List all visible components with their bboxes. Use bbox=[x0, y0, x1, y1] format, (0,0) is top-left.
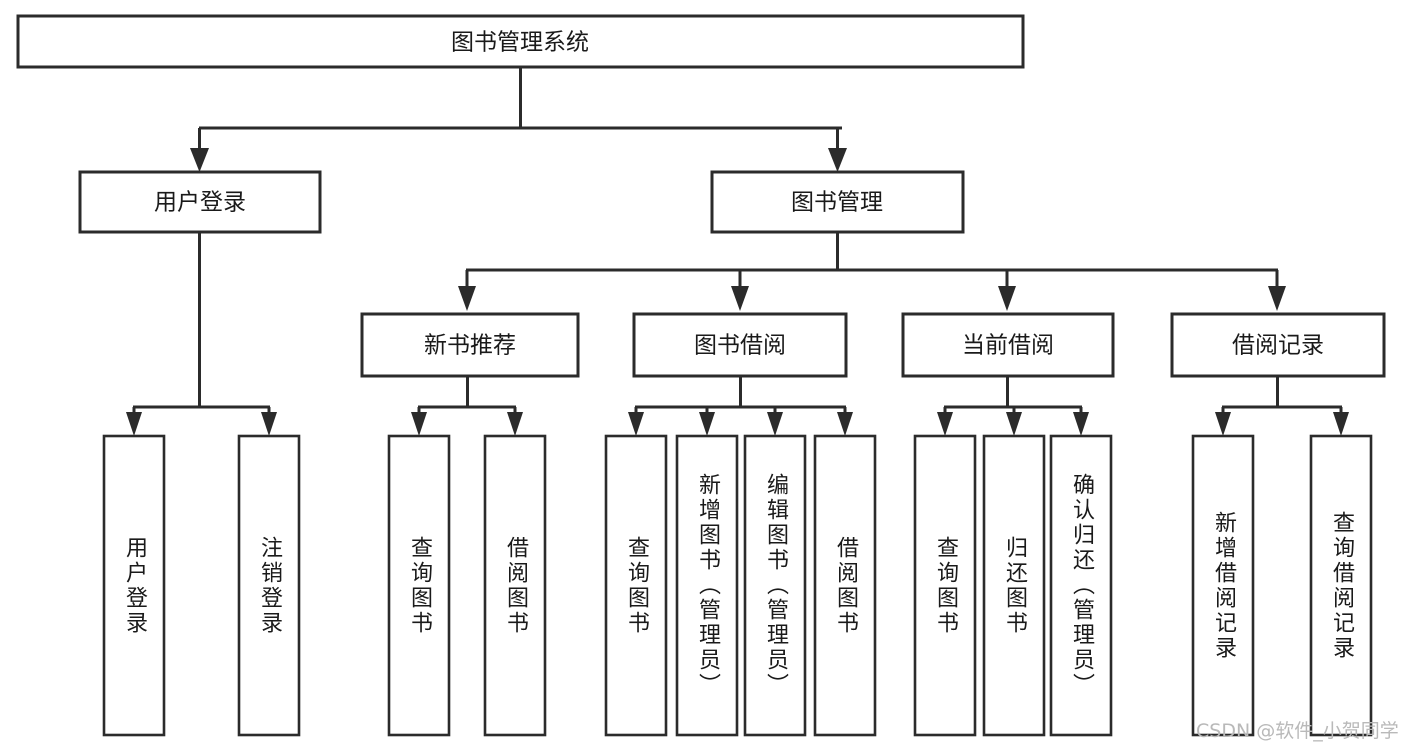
node-new-book-recommend-box[interactable] bbox=[360, 312, 580, 378]
arrow-head-borrow-books bbox=[731, 286, 749, 311]
arrow-head-leaf-11 bbox=[1073, 412, 1089, 436]
leaf-box-query-book-3[interactable] bbox=[913, 434, 977, 737]
leaf-box-borrow-book-1[interactable] bbox=[483, 434, 547, 737]
leaf-box-add-borrow-record[interactable] bbox=[1191, 434, 1255, 737]
node-current-borrow-label: 当前借阅 bbox=[962, 333, 1054, 359]
connector-group-root bbox=[190, 67, 847, 172]
arrow-head-leaf-6 bbox=[699, 412, 715, 436]
arrow-head-borrow-records bbox=[1268, 286, 1286, 311]
csdn-watermark: CSDN @软件_小贺同学 bbox=[1196, 720, 1399, 742]
node-book-borrow-label: 图书借阅 bbox=[694, 333, 786, 359]
leaf-box-confirm-return-admin[interactable] bbox=[1049, 434, 1113, 737]
arrow-head-current-borrow bbox=[998, 286, 1016, 311]
arrow-head-leaf-13 bbox=[1333, 412, 1349, 436]
leaf-box-query-book-1[interactable] bbox=[387, 434, 451, 737]
node-borrow-record[interactable]: 借阅记录 bbox=[1170, 312, 1386, 378]
connector-group-borrow-records bbox=[1215, 377, 1349, 436]
arrow-head-leaf-9 bbox=[937, 412, 953, 436]
node-current-borrow-box[interactable] bbox=[901, 312, 1115, 378]
arrow-head-book-mgmt bbox=[828, 148, 847, 172]
arrow-head-leaf-10 bbox=[1006, 412, 1022, 436]
leaf-box-logout[interactable] bbox=[237, 434, 301, 737]
node-book-borrow-box[interactable] bbox=[632, 312, 848, 378]
node-borrow-record-label: 借阅记录 bbox=[1232, 333, 1324, 359]
arrow-head-leaf-5 bbox=[628, 412, 644, 436]
node-book-management-box[interactable] bbox=[710, 170, 965, 234]
connector-group-current-borrow bbox=[937, 377, 1089, 436]
arrow-head-leaf-7 bbox=[767, 412, 783, 436]
arrow-head-leaf-4 bbox=[507, 412, 523, 436]
leaf-box-edit-book-admin[interactable] bbox=[743, 434, 807, 737]
node-user-login-box[interactable] bbox=[78, 170, 322, 234]
node-root-box[interactable] bbox=[16, 14, 1025, 69]
node-new-book-recommend[interactable]: 新书推荐 bbox=[360, 312, 580, 378]
node-current-borrow[interactable]: 当前借阅 bbox=[901, 312, 1115, 378]
connector-group-book-mgmt bbox=[458, 232, 1286, 311]
arrow-head-user-login bbox=[190, 148, 209, 172]
node-user-login[interactable]: 用户登录 bbox=[78, 170, 322, 234]
leaf-box-query-book-2[interactable] bbox=[604, 434, 668, 737]
node-user-login-label: 用户登录 bbox=[154, 190, 246, 216]
node-root-label: 图书管理系统 bbox=[451, 30, 589, 56]
node-new-book-recommend-label: 新书推荐 bbox=[424, 333, 516, 359]
arrow-head-new-books bbox=[458, 286, 476, 311]
leaf-box-query-borrow-record[interactable] bbox=[1309, 434, 1373, 737]
arrow-head-leaf-1 bbox=[126, 412, 142, 436]
node-book-management[interactable]: 图书管理 bbox=[710, 170, 965, 234]
node-root[interactable]: 图书管理系统 bbox=[16, 14, 1025, 69]
arrow-head-leaf-2 bbox=[261, 412, 277, 436]
node-book-borrow[interactable]: 图书借阅 bbox=[632, 312, 848, 378]
connector-group-borrow-books bbox=[628, 377, 853, 436]
node-book-management-label: 图书管理 bbox=[791, 190, 883, 216]
connector-group-user-login bbox=[126, 232, 277, 436]
connector-group-new-books bbox=[411, 377, 523, 436]
node-borrow-record-box[interactable] bbox=[1170, 312, 1386, 378]
leaf-box-add-book-admin[interactable] bbox=[675, 434, 739, 737]
arrow-head-leaf-12 bbox=[1215, 412, 1231, 436]
leaf-box-group bbox=[102, 434, 1373, 737]
arrow-head-leaf-3 bbox=[411, 412, 427, 436]
arrow-head-leaf-8 bbox=[837, 412, 853, 436]
leaf-box-return-book[interactable] bbox=[982, 434, 1046, 737]
leaf-box-user-login[interactable] bbox=[102, 434, 166, 737]
leaf-box-borrow-book-2[interactable] bbox=[813, 434, 877, 737]
